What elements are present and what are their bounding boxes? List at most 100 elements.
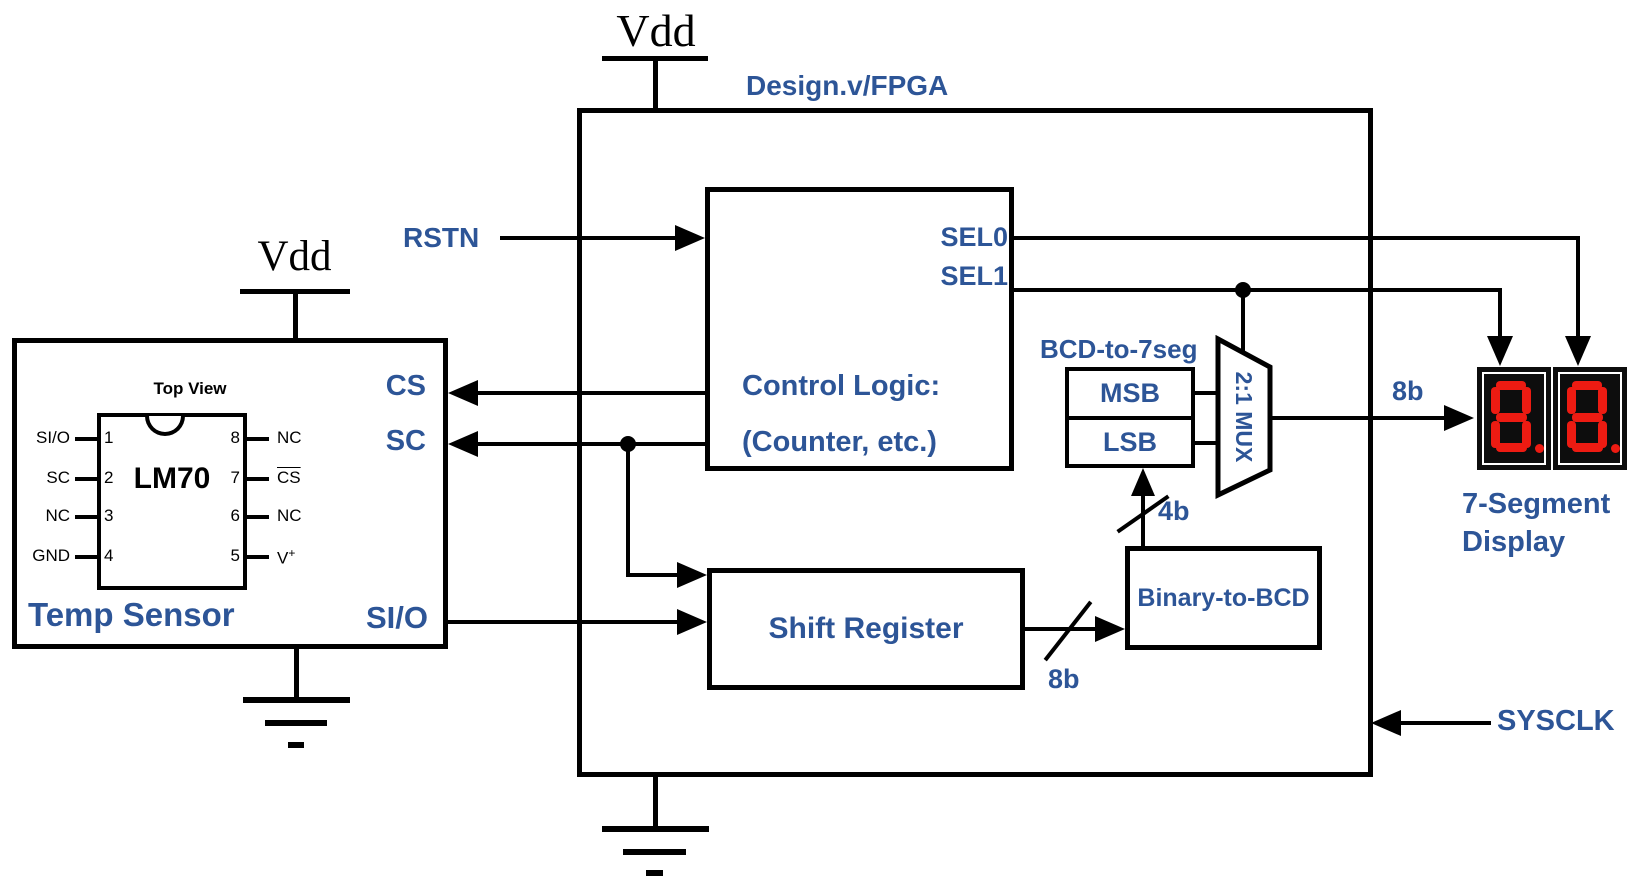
segment-f — [1491, 387, 1500, 414]
pin-label-nc3: NC — [45, 506, 70, 525]
msb-lsb-divider — [1069, 416, 1191, 420]
bus-8b-shift-label: 8b — [1048, 664, 1080, 694]
mux-out-arrowhead — [1444, 405, 1474, 431]
segment-d — [1496, 443, 1527, 452]
sc-wire — [476, 442, 705, 446]
chip-name: LM70 — [133, 462, 211, 495]
pin-number-2: 2 — [104, 468, 114, 487]
gnd-bottom-bar1 — [602, 826, 709, 832]
seven-seg-digit-face — [1558, 372, 1622, 465]
chip-top-view-label: Top View — [153, 379, 227, 398]
bcd-up-arrowhead — [1131, 468, 1155, 496]
shift-out-wire — [1025, 627, 1097, 631]
mux-out-wire — [1268, 416, 1444, 420]
gnd-left-bar2 — [265, 720, 327, 726]
segment-b — [1598, 387, 1607, 414]
display-label-line2: Display — [1462, 526, 1566, 558]
bcd-up-wire — [1141, 494, 1145, 546]
rstn-arrowhead — [675, 225, 705, 251]
pin-number-7: 7 — [230, 468, 240, 487]
pin-line — [247, 477, 269, 481]
sysclk-wire — [1399, 721, 1491, 725]
temp-sensor-label: Temp Sensor — [28, 596, 235, 633]
pin-line — [75, 437, 97, 441]
binary-to-bcd-box: Binary-to-BCD — [1125, 546, 1322, 650]
vdd-left-stem — [293, 289, 298, 338]
msb-label: MSB — [1100, 378, 1160, 408]
lsb-cell: LSB — [1069, 420, 1191, 464]
lsb-label: LSB — [1103, 426, 1157, 457]
sio-wire — [448, 620, 679, 624]
pin-label-vplus: V+ — [277, 546, 296, 568]
control-logic-label-1: Control Logic: — [742, 370, 941, 402]
cs-wire — [476, 391, 705, 395]
vdd-left-label: Vdd — [257, 232, 332, 280]
shift-out-arrowhead — [1095, 616, 1125, 642]
sc-branch-wire-h — [626, 573, 678, 577]
pin-number-8: 8 — [230, 428, 240, 447]
lsb-mux-wire — [1193, 441, 1218, 445]
pin-line — [75, 555, 97, 559]
seven-seg-digit-left — [1477, 367, 1551, 470]
port-sio-label: SI/O — [365, 600, 428, 635]
vdd-top-stem — [653, 56, 658, 110]
segment-d — [1572, 443, 1603, 452]
shift-clock-arrowhead — [677, 562, 707, 588]
segment-c — [1598, 421, 1607, 448]
cs-arrowhead — [448, 380, 478, 406]
pin-label-csbar: CS — [277, 468, 301, 487]
sysclk-arrowhead — [1371, 710, 1401, 736]
sel1-wire-v — [1498, 288, 1502, 338]
pin-line — [247, 437, 269, 441]
segment-e — [1491, 421, 1500, 448]
msb-cell: MSB — [1069, 371, 1191, 416]
display-label-line1: 7-Segment — [1462, 488, 1611, 520]
pin-line — [75, 477, 97, 481]
seven-seg-digit-face — [1482, 372, 1546, 465]
bus-4b-label: 4b — [1158, 496, 1190, 526]
sel1-wire-h — [1013, 288, 1502, 292]
pin-number-1: 1 — [104, 428, 114, 447]
seven-seg-digit-right — [1553, 367, 1627, 470]
mux-label: 2:1 MUX — [1231, 371, 1258, 463]
pin-number-4: 4 — [104, 546, 114, 565]
sysclk-label: SYSCLK — [1497, 705, 1615, 737]
bus-8b-out-label: 8b — [1392, 376, 1424, 406]
gnd-bottom-stem — [653, 777, 658, 828]
mux-select-wire — [1241, 290, 1245, 352]
pin-label-sio: SI/O — [35, 428, 70, 447]
bcd-to-7seg-label: BCD-to-7seg — [1040, 334, 1198, 364]
segment-a — [1572, 381, 1602, 390]
sel1-arrowhead — [1487, 336, 1513, 366]
sel1-port-label: SEL1 — [940, 261, 1008, 291]
segment-f — [1567, 387, 1576, 414]
segment-a — [1496, 381, 1526, 390]
port-cs-label: CS — [385, 370, 426, 402]
segment-g — [1496, 413, 1527, 422]
pin-line — [75, 515, 97, 519]
sel0-port-label: SEL0 — [940, 222, 1008, 252]
sel0-arrowhead — [1565, 336, 1591, 366]
pin-line — [247, 555, 269, 559]
gnd-left-bar3 — [288, 742, 304, 748]
rstn-label: RSTN — [403, 222, 480, 253]
gnd-bottom-bar2 — [623, 849, 686, 855]
segment-g — [1572, 413, 1603, 422]
mux-shape — [1215, 335, 1273, 499]
pin-number-3: 3 — [104, 506, 114, 525]
msb-mux-wire — [1193, 391, 1218, 395]
pin-number-6: 6 — [230, 506, 240, 525]
binary-to-bcd-label: Binary-to-BCD — [1137, 583, 1310, 612]
pin-label-nc8: NC — [277, 428, 302, 447]
sc-branch-wire-v — [626, 444, 630, 577]
sel0-wire-h — [1013, 236, 1580, 240]
segment-c — [1522, 421, 1531, 448]
control-logic-box — [705, 187, 1014, 471]
segment-e — [1567, 421, 1576, 448]
rstn-wire — [500, 236, 682, 240]
pin-label-sc: SC — [46, 468, 70, 487]
pin-number-5: 5 — [230, 546, 240, 565]
vdd-top-label: Vdd — [616, 4, 696, 56]
pin-label-nc6: NC — [277, 506, 302, 525]
shift-register-box: Shift Register — [707, 568, 1025, 690]
